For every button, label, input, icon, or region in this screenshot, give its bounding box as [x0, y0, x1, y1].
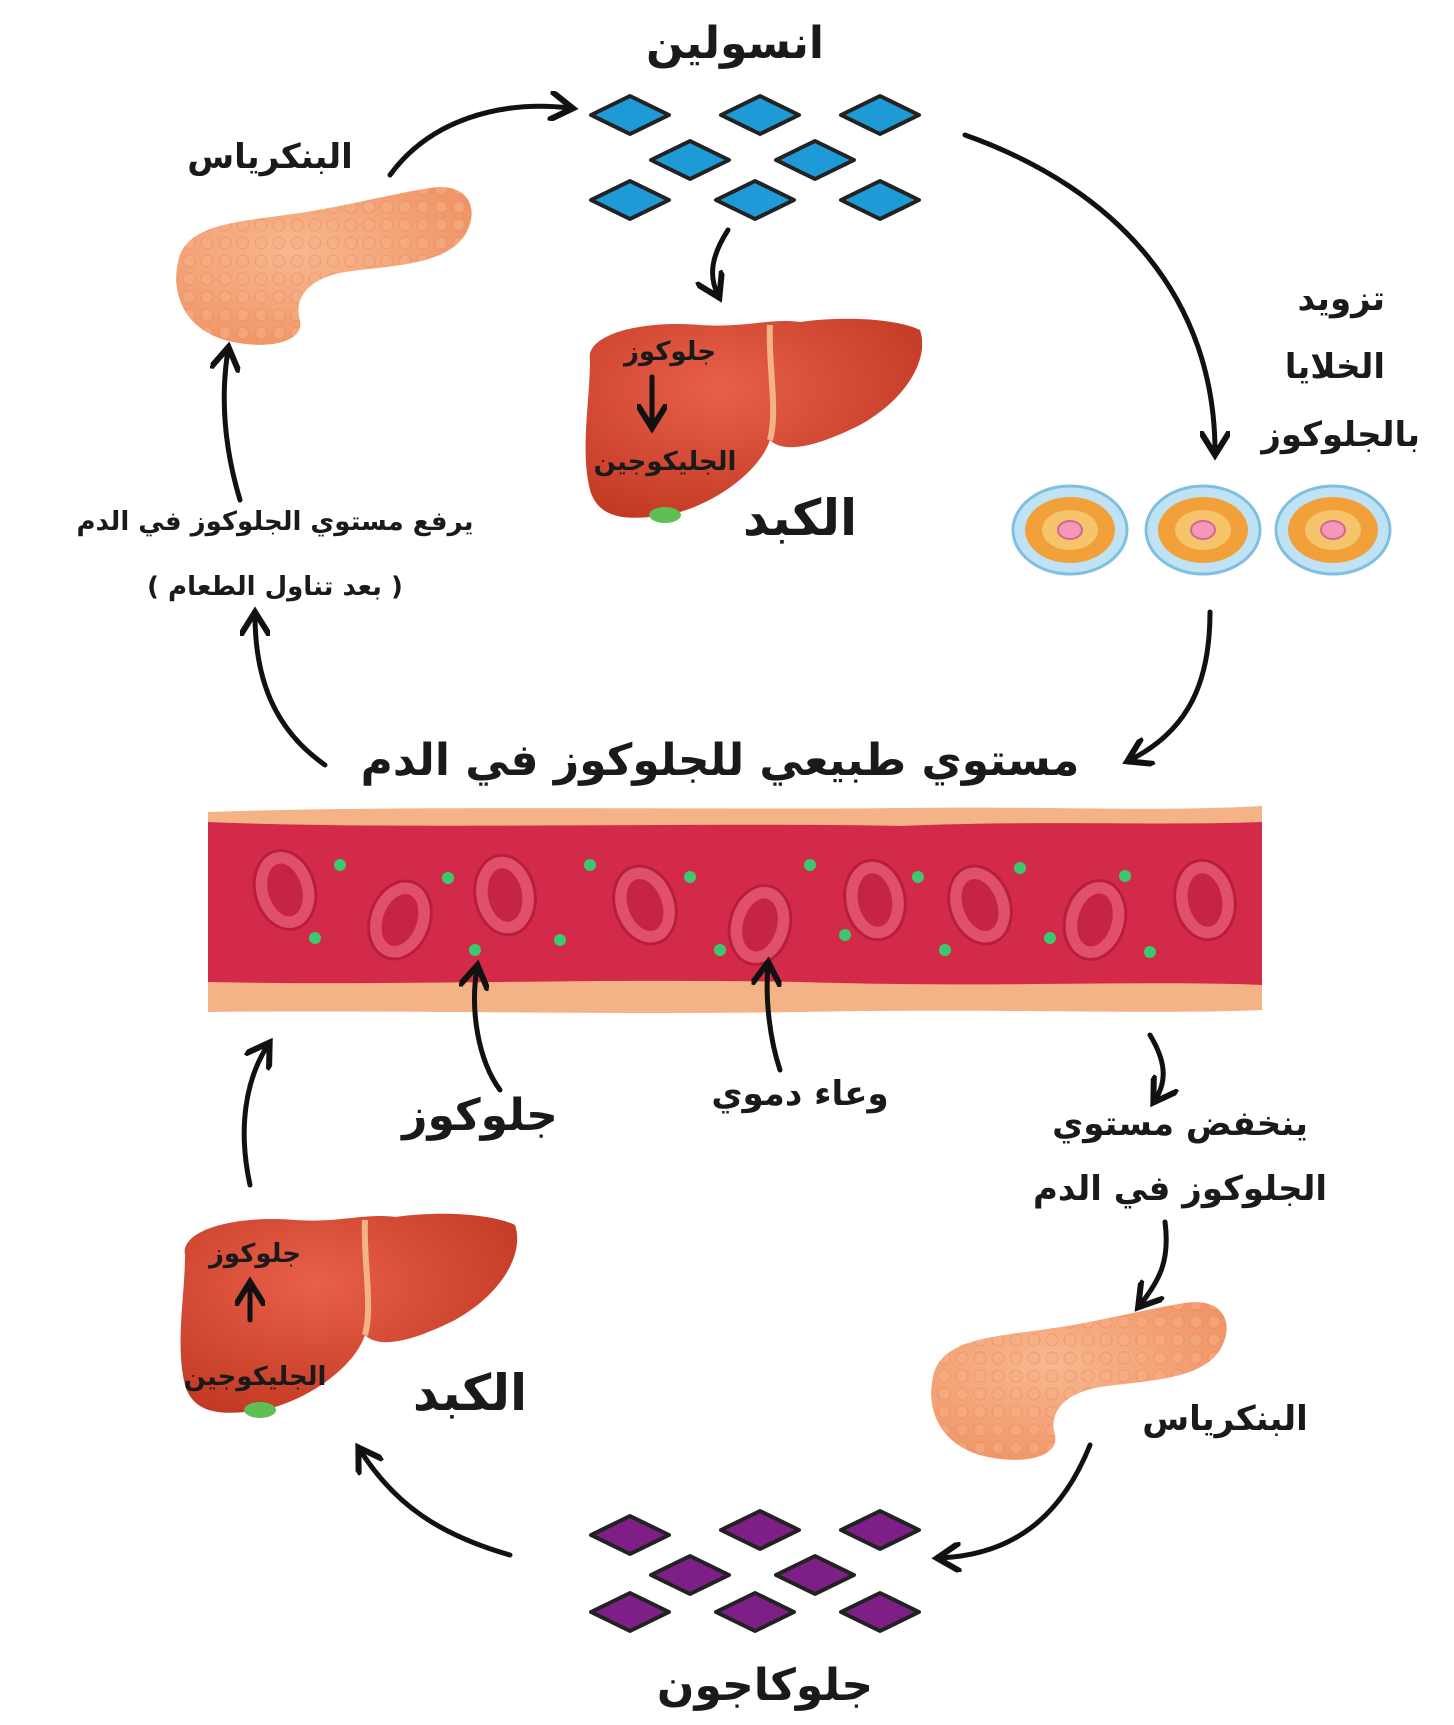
glucose-dot-icon: [1119, 870, 1131, 882]
glucose-dot-icon: [939, 944, 951, 956]
normal-level-label: مستوي طبيعي للجلوكوز في الدم: [361, 735, 1080, 786]
glucose-dot-icon: [469, 944, 481, 956]
arrow-insulin-to-liver: [713, 227, 731, 295]
liver-top-glucose-label: جلوكوز: [622, 337, 716, 367]
arrow-glucose-pointer: [475, 968, 503, 1093]
red-blood-cell-icon: [843, 858, 907, 942]
glucagon-molecule-icon: [774, 1554, 856, 1596]
arrow-glucagon-to-liver: [360, 1450, 513, 1558]
liver-bottom: [180, 1213, 518, 1418]
body-cell-icon: [1144, 484, 1262, 576]
glucose-dot-icon: [839, 929, 851, 941]
red-blood-cell-icon: [1173, 858, 1237, 942]
supply-line-2: الخلايا: [1285, 347, 1385, 387]
glucose-dot-icon: [804, 859, 816, 871]
glucagon-molecule-icon: [719, 1509, 801, 1551]
body-cell-icon: [1011, 484, 1129, 576]
insulin-molecules: [589, 94, 921, 221]
liver-bottom-label: الكبد: [413, 1364, 527, 1422]
red-blood-cell-icon: [727, 884, 793, 966]
glucose-dot-icon: [912, 871, 924, 883]
arrow-pancreas-to-glucagon: [940, 1442, 1093, 1558]
pancreas-icon: [176, 187, 472, 345]
pancreas-bottom-label: البنكرياس: [1142, 1399, 1308, 1439]
raises-line-2: ( بعد تناول الطعام ): [147, 572, 403, 602]
vessel-pointer-label: وعاء دموي: [711, 1074, 888, 1114]
red-blood-cell-icon: [612, 864, 678, 946]
insulin-molecule-icon: [589, 94, 671, 136]
glucose-pointer-label: جلوكوز: [400, 1090, 558, 1141]
glucose-dot-icon: [1144, 946, 1156, 958]
arrow-drops-to-pancreas: [1140, 1219, 1169, 1305]
liver-bottom-glycogen-label: الجليكوجين: [184, 1362, 327, 1392]
glucose-dot-icon: [584, 859, 596, 871]
arrow-normal-to-raises: [255, 615, 328, 768]
body-cells: [1011, 484, 1392, 576]
glucagon-molecules: [589, 1509, 921, 1633]
glucose-dot-icon: [334, 859, 346, 871]
pancreas-top-label: البنكرياس: [187, 137, 353, 177]
drops-line-2: الجلوكوز في الدم: [1033, 1169, 1327, 1209]
arrow-raises-to-pancreas: [224, 350, 243, 503]
glucose-dot-icon: [442, 872, 454, 884]
insulin-molecule-icon: [719, 94, 801, 136]
glucose-dot-icon: [1044, 932, 1056, 944]
red-blood-cell-icon: [947, 864, 1013, 946]
insulin-molecule-icon: [589, 179, 671, 221]
glucose-dot-icon: [714, 944, 726, 956]
liver-icon: [585, 318, 923, 523]
red-blood-cell-icon: [252, 849, 318, 931]
glucagon-molecule-icon: [649, 1554, 731, 1596]
glucagon-label: جلوكاجون: [657, 1660, 873, 1711]
red-blood-cell-icon: [1062, 879, 1128, 961]
glucose-dot-icon: [684, 871, 696, 883]
arrow-vessel-pointer: [767, 965, 780, 1073]
blood-vessel: [208, 806, 1262, 1013]
glucagon-molecule-icon: [589, 1514, 671, 1556]
arrow-liver-to-vessel: [241, 1045, 268, 1188]
red-blood-cell-icon: [367, 879, 433, 961]
glucose-dots: [309, 859, 1156, 958]
glucagon-molecule-icon: [714, 1591, 796, 1633]
liver-bottom-glucose-label: جلوكوز: [207, 1239, 301, 1269]
pancreas-icon: [931, 1302, 1227, 1460]
drops-line-1: ينخفض مستوي: [1052, 1104, 1308, 1144]
arrow-insulin-to-cells: [962, 132, 1215, 452]
liver-icon: [180, 1213, 518, 1418]
arrow-pancreas-to-insulin: [387, 106, 570, 178]
insulin-molecule-icon: [839, 94, 921, 136]
glucagon-molecule-icon: [589, 1591, 671, 1633]
arrow-cells-to-normal: [1130, 609, 1213, 760]
insulin-molecule-icon: [714, 179, 796, 221]
supply-line-1: تزويد: [1298, 279, 1385, 319]
liver-top-label: الكبد: [743, 489, 857, 547]
glucose-dot-icon: [1014, 862, 1026, 874]
glucose-dot-icon: [554, 934, 566, 946]
insulin-label: انسولين: [646, 18, 824, 69]
red-blood-cell-icon: [473, 853, 537, 937]
liver-top: جلوكوز الجليكوجين الكبد: [585, 318, 923, 547]
insulin-molecule-icon: [839, 179, 921, 221]
body-cell-icon: [1274, 484, 1392, 576]
arrow-vessel-to-drops: [1147, 1032, 1163, 1100]
insulin-molecule-icon: [774, 139, 856, 181]
red-blood-cells: [252, 849, 1237, 966]
raises-line-1: يرفع مستوي الجلوكوز في الدم: [76, 507, 473, 537]
liver-top-glycogen-label: الجليكوجين: [594, 447, 737, 477]
glucose-dot-icon: [309, 932, 321, 944]
glucagon-molecule-icon: [839, 1591, 921, 1633]
insulin-molecule-icon: [649, 139, 731, 181]
supply-line-3: بالجلوكوز: [1259, 415, 1420, 455]
glucagon-molecule-icon: [839, 1509, 921, 1551]
